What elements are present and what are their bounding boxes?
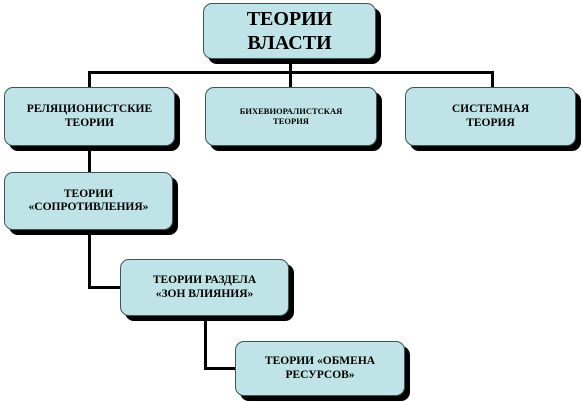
node-line-1: ТЕОРИИ [246,8,333,30]
node-line-1: СИСТЕМНАЯ [451,103,530,116]
connector-to-zones [88,286,120,289]
connector-to-systemic [491,71,494,87]
node-line-2: «ЗОН ВЛИЯНИЯ» [155,287,254,300]
node-power-theories: ТЕОРИИ ВЛАСТИ [203,3,376,59]
node-resource-exchange-theories: ТЕОРИИ «ОБМЕНА РЕСУРСОВ» [235,341,405,396]
node-line-1: РЕЛЯЦИОНИСТСКИЕ [26,103,153,116]
connector-zones-down [204,316,207,369]
node-line-2: «СОПРОТИВЛЕНИЯ» [28,201,149,213]
node-line-2: ТЕОРИЯ [466,116,515,129]
node-line-2: ВЛАСТИ [247,32,332,54]
connector-to-exchange [204,367,235,370]
node-line-2: РЕСУРСОВ» [285,368,355,381]
node-behavioral-theory: БИХЕВИОРАЛИСТСКАЯ ТЕОРИЯ [205,87,377,146]
node-line-1: ТЕОРИИ [63,187,114,200]
node-line-1: БИХЕВИОРАЛИСТСКАЯ [239,105,343,116]
node-zones-of-influence-theories: ТЕОРИИ РАЗДЕЛА «ЗОН ВЛИЯНИЯ» [120,259,289,316]
node-systemic-theory: СИСТЕМНАЯ ТЕОРИЯ [405,87,576,146]
node-line-1: ТЕОРИИ РАЗДЕЛА [152,274,257,287]
connector-to-relational [88,71,91,87]
node-line-2: ТЕОРИИ [64,116,115,129]
connector-root-down [289,59,292,72]
connector-relational-to-resistance [88,146,91,172]
node-relational-theories: РЕЛЯЦИОНИСТСКИЕ ТЕОРИИ [4,87,175,146]
node-line-2: ТЕОРИЯ [273,115,309,126]
connector-resistance-down [88,230,91,288]
node-resistance-theories: ТЕОРИИ «СОПРОТИВЛЕНИЯ» [4,172,173,230]
node-line-1: ТЕОРИИ «ОБМЕНА [264,355,376,368]
connector-to-behavioral [289,71,292,87]
